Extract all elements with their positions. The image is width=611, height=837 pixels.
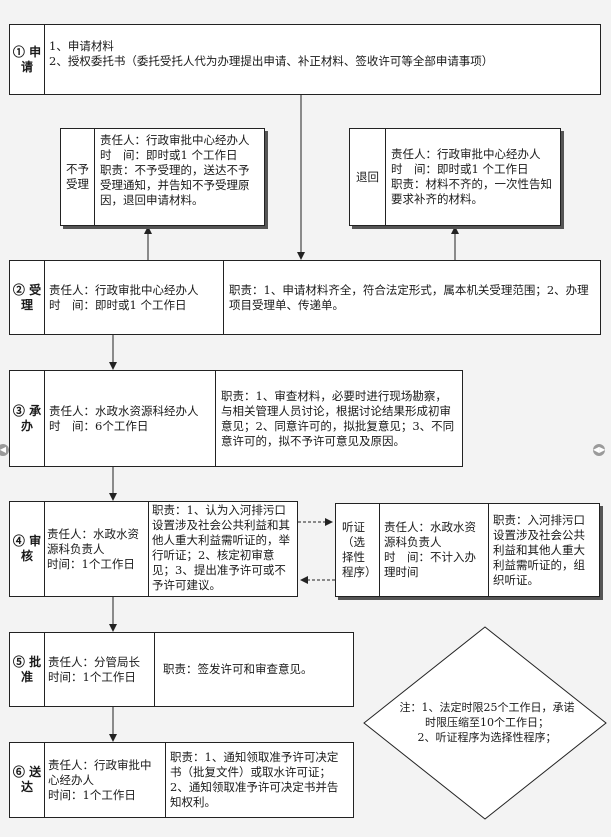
reject-box: 不予 受理 责任人：行政审批中心经办人 时 间：即时或1 个工作日 职责：不予受…: [60, 128, 265, 226]
step-review-person: 责任人：水政水资源科负责人 时间：1个工作日: [44, 502, 149, 596]
hearing-box: 听证 （选择性程序） 责任人：水政水资源科负责人 时 间：不计入办理时间 职责：…: [335, 503, 600, 597]
return-content: 责任人：行政审批中心经办人 时 间：即时或1 个工作日 职责：材料不齐的，一次性…: [391, 147, 552, 206]
step-deliver-person: 责任人：行政审批中心经办人 时间：1个工作日: [44, 743, 166, 817]
step-accept-label: ② 受 理: [10, 261, 45, 334]
reject-content: 责任人：行政审批中心经办人 时 间：即时或1 个工作日 职责：不予受理的，送达不…: [100, 133, 250, 207]
step-deliver-duty: 职责：1、通知领取准予许可决定书（批复文件）或取水许可证；2、通知领取准予许可决…: [170, 750, 339, 809]
hearing-label: 听证 （选择性程序）: [336, 504, 380, 596]
step-apply-label: ① 申 请: [10, 25, 45, 94]
step-handle-label: ③ 承 办: [10, 371, 45, 466]
reject-label: 不予 受理: [61, 129, 95, 225]
note-text: 注：1、法定时限25个工作日，承诺时限压缩至10个工作日； 2、听证程序为选择性…: [399, 701, 575, 744]
hearing-duty: 职责：入河排污口设置涉及社会公共利益和其他人重大利益需听证的，组织听证。: [493, 512, 585, 587]
step-handle-duty: 职责：1、审查材料，必要时进行现场勘察，与相关管理人员讨论，根据讨论结果形成初审…: [221, 388, 455, 448]
arrow-left-icon[interactable]: ◀: [0, 444, 9, 456]
step-apply-content: 1、申请材料 2、授权委托书（委托受托人代为办理提出申请、补正材料、签收许可等全…: [49, 39, 494, 68]
return-label: 退回: [350, 129, 386, 225]
step-accept: ② 受 理 责任人：行政审批中心经办人 时 间：即时或1 个工作日 职责：1、申…: [9, 260, 601, 335]
step-accept-duty: 职责：1、申请材料齐全，符合法定形式，属本机关受理范围；2、办理项目受理单、传递…: [229, 282, 589, 312]
return-box: 退回 责任人：行政审批中心经办人 时 间：即时或1 个工作日 职责：材料不齐的，…: [349, 128, 561, 226]
step-review-duty: 职责：1、认为入河排污口设置涉及社会公共利益和其他人重大利益需听证的，举行听证；…: [152, 503, 290, 592]
step-approve-label: ⑤ 批 准: [10, 633, 45, 706]
hearing-person: 责任人：水政水资源科负责人 时 间：不计入办理时间: [380, 504, 489, 596]
note-diamond: [363, 626, 607, 820]
step-deliver-label: ⑥ 送 达: [10, 743, 45, 817]
step-approve-person: 责任人：分管局长 时间：1个工作日: [44, 633, 155, 706]
step-approve: ⑤ 批 准 责任人：分管局长 时间：1个工作日 职责：签发许可和审查意见。: [9, 632, 354, 707]
step-apply: ① 申 请 1、申请材料 2、授权委托书（委托受托人代为办理提出申请、补正材料、…: [9, 24, 601, 95]
step-approve-duty: 职责：签发许可和审查意见。: [163, 662, 313, 676]
step-accept-person: 责任人：行政审批中心经办人 时 间：即时或1 个工作日: [44, 261, 224, 334]
step-deliver: ⑥ 送 达 责任人：行政审批中心经办人 时间：1个工作日 职责：1、通知领取准予…: [9, 742, 354, 818]
step-handle: ③ 承 办 责任人：水政水资源科经办人 时 间：6个工作日 职责：1、审查材料，…: [9, 370, 463, 467]
step-handle-person: 责任人：水政水资源科经办人 时 间：6个工作日: [44, 371, 216, 466]
step-review-label: ④ 审 核: [10, 502, 45, 596]
arrows-horizontal-icon[interactable]: ◀▶: [593, 444, 606, 456]
step-review: ④ 审 核 责任人：水政水资源科负责人 时间：1个工作日 职责：1、认为入河排污…: [9, 501, 298, 597]
